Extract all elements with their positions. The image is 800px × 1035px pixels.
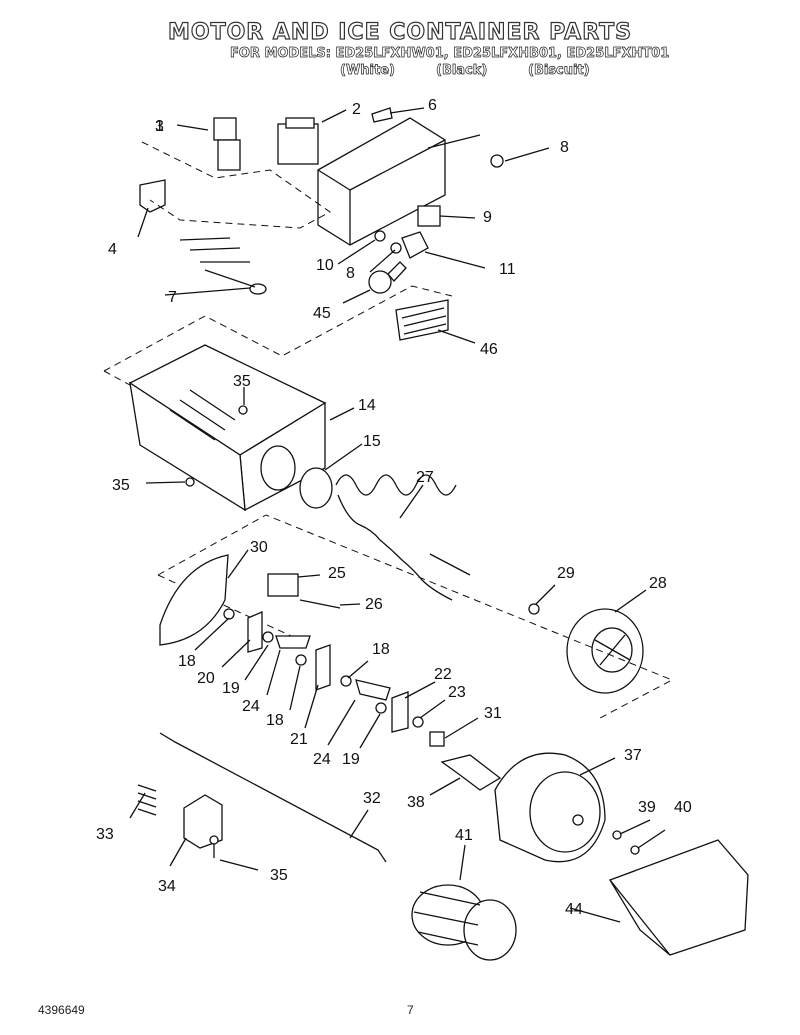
callout-number: 23 — [448, 684, 466, 701]
container-opening — [260, 445, 296, 491]
callout-number: 19 — [342, 751, 360, 768]
clamp-part — [183, 794, 223, 849]
callout-number: 11 — [499, 261, 516, 278]
callout-number: 2 — [352, 101, 361, 118]
end-plate-part — [159, 554, 229, 646]
callout-number: 38 — [407, 794, 425, 811]
color-label-black: (Black) — [436, 63, 488, 79]
bracket-part-38 — [440, 754, 502, 791]
page-title: MOTOR AND ICE CONTAINER PARTS — [167, 19, 633, 45]
callout-number: 44 — [565, 901, 583, 918]
leader-lines — [129, 107, 666, 923]
callout-number: 30 — [250, 539, 268, 556]
callout-number: 41 — [455, 827, 473, 844]
callout-number: 8 — [346, 265, 355, 282]
callout-number: 29 — [557, 565, 575, 582]
socket-part — [401, 231, 429, 259]
callout-number: 45 — [313, 305, 331, 322]
callout-number: 28 — [649, 575, 667, 592]
lamp-cover-part — [395, 299, 449, 341]
screw-part-35b — [185, 477, 195, 487]
washer-part-39 — [612, 830, 622, 840]
callout-number: 46 — [480, 341, 498, 358]
callout-number: 35 — [112, 477, 130, 494]
callout-number: 25 — [328, 565, 346, 582]
drive-motor-part — [494, 752, 606, 863]
callout-number: 33 — [96, 826, 114, 843]
color-label-biscuit: (Biscuit) — [528, 63, 590, 79]
motor-cover-part — [608, 839, 749, 956]
callout-number: 24 — [242, 698, 260, 715]
callout-number: 40 — [674, 799, 692, 816]
callout-number: 10 — [316, 257, 334, 274]
screw-part — [490, 154, 504, 168]
washer-part-40 — [630, 845, 640, 855]
clip-part — [371, 107, 393, 123]
callout-number: 18 — [178, 653, 196, 670]
light-bulb-part — [368, 270, 392, 294]
callout-number: 3 — [155, 118, 164, 135]
solenoid-part — [213, 117, 237, 141]
document-number: 4396649 — [38, 1003, 85, 1017]
callout-number: 7 — [168, 289, 177, 306]
callout-number: 9 — [483, 209, 492, 226]
callout-number: 14 — [358, 397, 376, 414]
callout-number: 6 — [428, 97, 437, 114]
callout-number: 22 — [434, 666, 452, 683]
spring-part — [137, 784, 157, 816]
models-line: FOR MODELS: ED25LFXHW01, ED25LFXHB01, ED… — [230, 46, 670, 62]
coupler-part — [267, 573, 299, 597]
callout-number: 31 — [484, 705, 502, 722]
callout-number: 39 — [638, 799, 656, 816]
callout-number: 32 — [363, 790, 381, 807]
callout-number: 21 — [290, 731, 308, 748]
screw-part-10 — [374, 230, 386, 242]
callout-number: 15 — [363, 433, 381, 450]
callout-number: 26 — [365, 596, 383, 613]
page-number: 7 — [407, 1003, 414, 1017]
bracket-part — [139, 179, 166, 213]
screw-part-35c — [209, 835, 219, 845]
callout-number: 35 — [233, 373, 251, 390]
washer-part-29 — [528, 603, 540, 615]
callout-number: 24 — [313, 751, 331, 768]
auger-group — [299, 467, 644, 694]
callout-number: 1 — [155, 118, 164, 135]
switch-part — [277, 123, 319, 165]
callout-number: 27 — [416, 469, 434, 486]
ice-container-group — [103, 285, 453, 512]
nut-part — [429, 731, 445, 747]
callout-number: 4 — [108, 241, 117, 258]
fan-part — [566, 608, 644, 694]
callout-number: 8 — [560, 139, 569, 156]
callout-number: 20 — [197, 670, 215, 687]
screw-part-35a — [238, 405, 248, 415]
color-label-white: (White) — [340, 63, 396, 79]
callout-number: 35 — [270, 867, 288, 884]
bracket-part-9 — [417, 205, 441, 227]
motor-group — [137, 405, 749, 961]
callout-number: 37 — [624, 747, 642, 764]
callout-number: 18 — [266, 712, 284, 729]
bearing-part — [299, 467, 333, 509]
crusher-group — [157, 514, 674, 747]
callout-number: 34 — [158, 878, 176, 895]
callout-number: 18 — [372, 641, 390, 658]
rod-part — [159, 732, 387, 863]
callout-number: 19 — [222, 680, 240, 697]
